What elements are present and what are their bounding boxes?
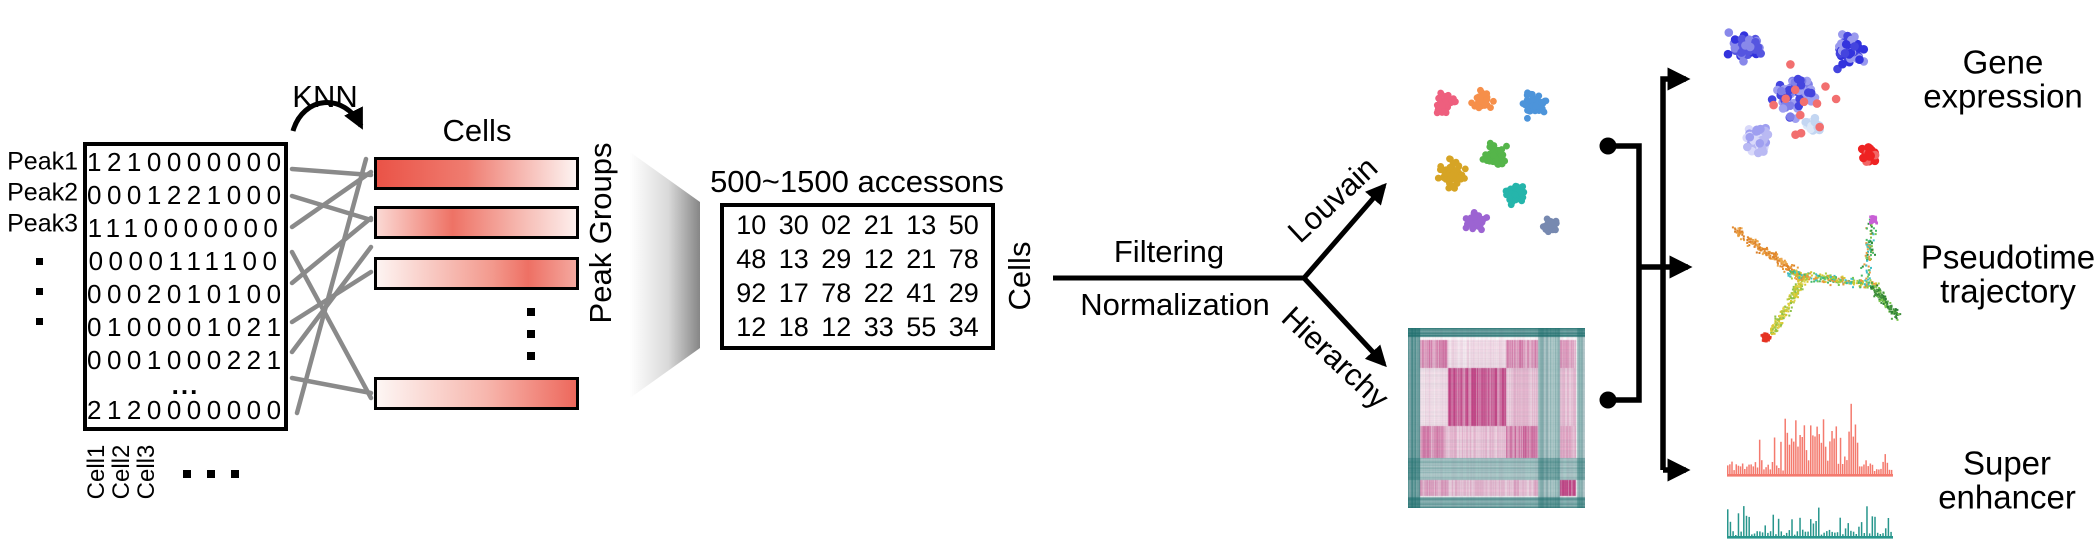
peak3-label: Peak3 <box>7 209 78 238</box>
louvain-cluster-scatter <box>1433 86 1560 236</box>
matrix-row: 0100001021 <box>87 312 287 343</box>
cell1-label: Cell1 <box>83 444 110 500</box>
pseudotime-label: Pseudotime trajectory <box>1920 238 2096 310</box>
funnel-shape <box>630 152 700 398</box>
super-enhancer-label: Super enhancer <box>1938 444 2076 516</box>
cell2-label: Cell2 <box>108 444 135 500</box>
hierarchy-arrow <box>1302 276 1387 368</box>
louvain-arrow <box>1302 182 1387 280</box>
peak-group-bar-4 <box>374 377 579 410</box>
peak-groups-label: Peak Groups <box>582 142 618 324</box>
gene-expression-scatter <box>1723 28 1880 166</box>
peak-grouping-lines <box>289 156 374 416</box>
matrix-row: 1210000000 <box>87 147 287 178</box>
peak-group-bar-3 <box>374 257 579 290</box>
peak1-label: Peak1 <box>7 147 78 176</box>
pseudotime-trajectory-plot <box>1731 215 1902 343</box>
accessons-title: 500~1500 accessons <box>710 163 1004 199</box>
matrix-row: 0001000221 <box>87 345 287 376</box>
super-enhancer-track-red <box>1727 403 1893 477</box>
cells-right-label: Cells <box>1001 241 1037 311</box>
output-connector <box>1599 67 1693 482</box>
matrix-row: 0001221000 <box>87 180 287 211</box>
process-fork <box>1053 182 1387 368</box>
matrix-row: 1110000000 <box>87 213 284 244</box>
knn-arrow <box>290 100 364 132</box>
normalization-label: Normalization <box>1080 286 1270 322</box>
matrix-row: 0000111100 <box>88 246 283 277</box>
filtering-label: Filtering <box>1113 233 1225 269</box>
super-enhancer-track-teal <box>1727 506 1893 539</box>
matrix-row: ... <box>171 370 200 401</box>
hierarchy-heatmap <box>1408 328 1585 508</box>
cell3-label: Cell3 <box>133 444 160 500</box>
peak-group-bar-2 <box>374 206 579 239</box>
knn-label: KNN <box>292 78 358 114</box>
peak2-label: Peak2 <box>7 178 78 207</box>
peak-group-bar-1 <box>374 157 579 190</box>
gene-expression-arrow <box>1660 67 1691 470</box>
matrix-row: 2120000000 <box>87 395 287 426</box>
matrix-row: 0002010100 <box>87 279 287 310</box>
gene-expression-label: Gene expression <box>1923 43 2083 115</box>
cells-top-label: Cells <box>442 112 512 148</box>
